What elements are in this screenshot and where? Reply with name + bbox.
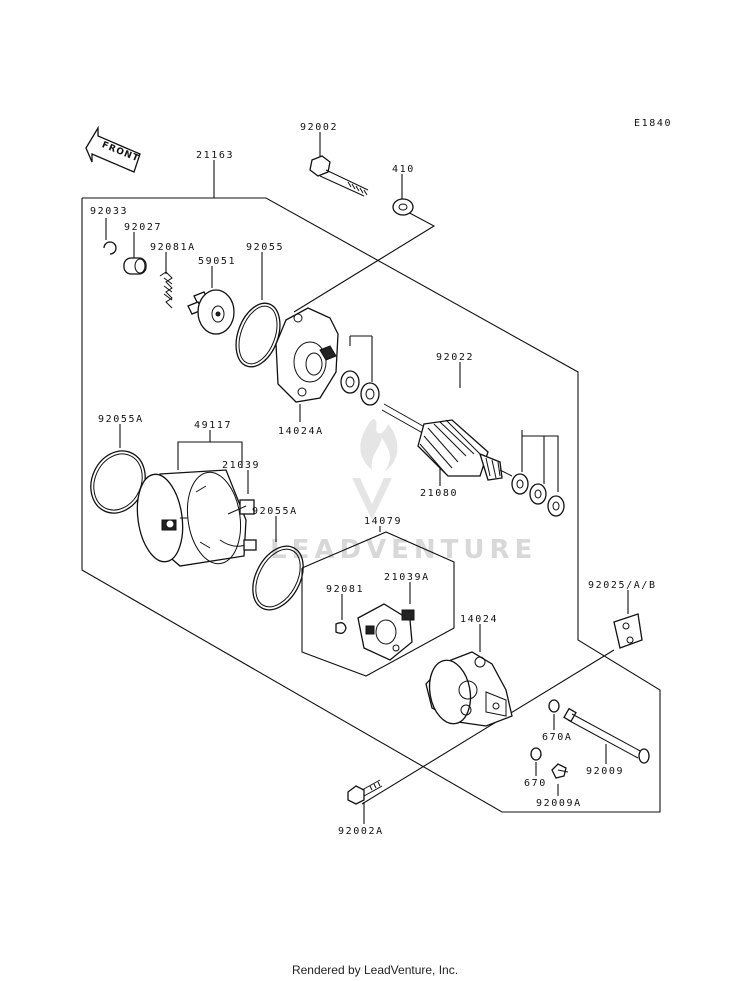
leader-lines bbox=[105, 132, 629, 824]
o-ring-92055A-mid bbox=[252, 545, 304, 611]
washers-92022-right bbox=[511, 473, 565, 517]
part-labels: 21163 92002 410 92033 92027 92081A 59051… bbox=[90, 122, 657, 837]
label-92009: 92009 bbox=[586, 766, 624, 777]
end-cover-14024 bbox=[425, 651, 513, 727]
label-92009A: 92009A bbox=[536, 798, 582, 809]
o-ring-670 bbox=[530, 747, 542, 761]
label-92002: 92002 bbox=[300, 122, 338, 133]
screw-92009A bbox=[551, 763, 569, 779]
label-410: 410 bbox=[392, 164, 415, 175]
label-92081A: 92081A bbox=[150, 242, 196, 253]
label-92055: 92055 bbox=[246, 242, 284, 253]
o-ring-670A bbox=[548, 699, 560, 713]
footer-credit: Rendered by LeadVenture, Inc. bbox=[291, 963, 459, 977]
label-670A: 670A bbox=[542, 732, 572, 743]
end-cover-14024A bbox=[275, 307, 339, 403]
yoke-49117 bbox=[136, 469, 257, 567]
group-outline-lines bbox=[81, 160, 661, 813]
plate-92025 bbox=[613, 613, 643, 649]
label-92027: 92027 bbox=[124, 222, 162, 233]
label-92055A-left: 92055A bbox=[98, 414, 144, 425]
front-arrow: FRONT bbox=[85, 125, 141, 173]
armature-21080 bbox=[381, 403, 513, 481]
label-59051: 59051 bbox=[198, 256, 236, 267]
circlip-92033 bbox=[103, 241, 117, 255]
label-21039: 21039 bbox=[222, 460, 260, 471]
clutch-59051 bbox=[187, 289, 235, 335]
brush-holder-21039A bbox=[357, 603, 415, 661]
label-92002A: 92002A bbox=[338, 826, 384, 837]
label-14024A: 14024A bbox=[278, 426, 324, 437]
watermark-text: LEADVENTURE bbox=[270, 535, 537, 565]
bolt-92002 bbox=[309, 155, 369, 197]
label-92033: 92033 bbox=[90, 206, 128, 217]
bolt-92002A bbox=[347, 779, 383, 805]
label-670: 670 bbox=[524, 778, 547, 789]
label-49117: 49117 bbox=[194, 420, 232, 431]
spring-92081A bbox=[159, 271, 173, 309]
watermark: LEADVENTURE bbox=[270, 419, 537, 565]
label-92055A-mid: 92055A bbox=[252, 506, 298, 517]
label-21163: 21163 bbox=[196, 150, 234, 161]
watermark-flame-logo bbox=[352, 419, 398, 520]
brush-21039 bbox=[227, 499, 255, 515]
collar-92027 bbox=[123, 257, 147, 275]
label-21039A: 21039A bbox=[384, 572, 430, 583]
label-14024: 14024 bbox=[460, 614, 498, 625]
washers-92022-left bbox=[340, 370, 380, 406]
label-92025AB: 92025/A/B bbox=[588, 580, 657, 591]
label-92081: 92081 bbox=[326, 584, 364, 595]
bolt-92009 bbox=[563, 707, 650, 764]
label-21080: 21080 bbox=[420, 488, 458, 499]
diagram-code: E1840 bbox=[634, 118, 672, 129]
label-92022: 92022 bbox=[436, 352, 474, 363]
spring-92081 bbox=[335, 622, 347, 634]
label-14079: 14079 bbox=[364, 516, 402, 527]
washer-410 bbox=[392, 198, 414, 216]
